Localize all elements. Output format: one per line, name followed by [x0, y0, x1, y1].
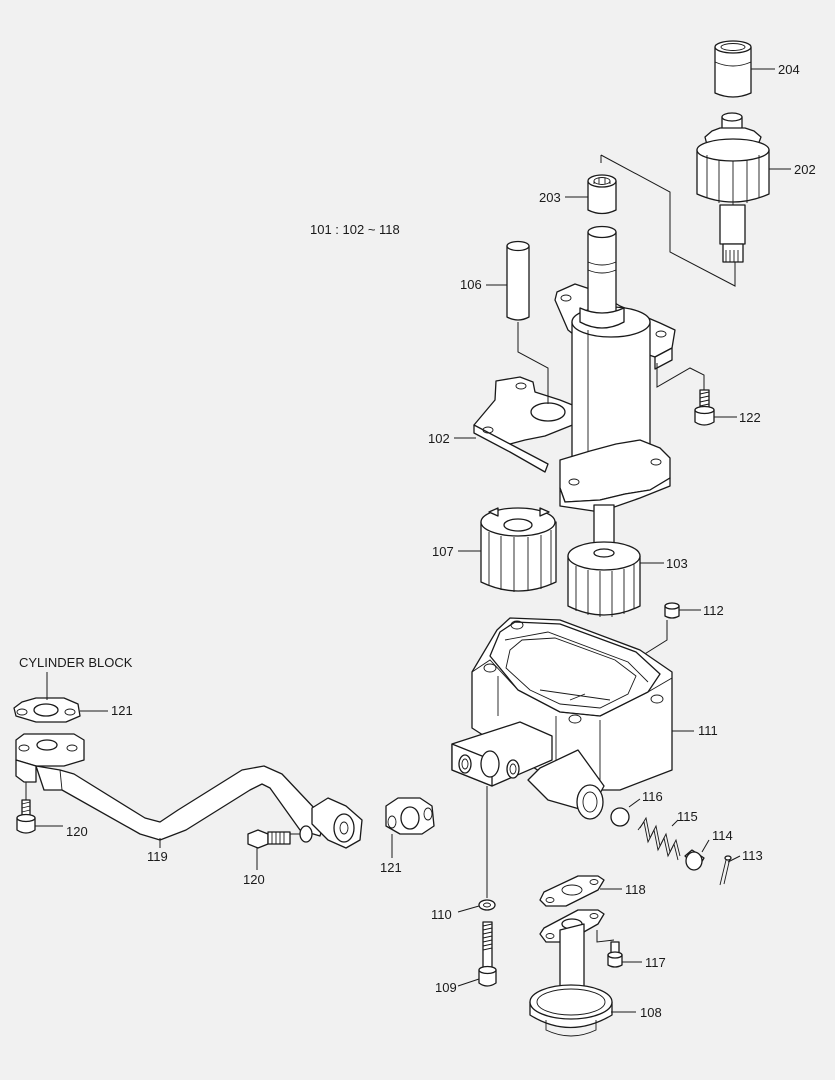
part-102-pump-cover [473, 225, 676, 513]
part-122-bolt [694, 389, 715, 426]
part-107-idler-gear [480, 507, 557, 592]
part-202-drive-gear [696, 112, 770, 263]
label-118: 118 [625, 882, 646, 897]
label-121-upper: 121 [111, 703, 133, 718]
part-109-bolt [478, 921, 497, 987]
leader-lines [35, 68, 791, 1013]
part-115-spring [637, 816, 681, 861]
part-117-bolt [607, 941, 623, 968]
label-112: 112 [703, 603, 724, 618]
part-120-bolt-left [16, 799, 36, 834]
label-111: 111 [698, 723, 718, 738]
leader-203-202 [600, 154, 736, 287]
label-122: 122 [739, 410, 761, 425]
part-121-gasket-lower [385, 797, 435, 835]
part-120-bolt-right [247, 829, 291, 849]
label-109: 109 [435, 980, 457, 995]
label-202: 202 [794, 162, 816, 177]
label-106: 106 [460, 277, 482, 292]
part-103-drive-gear [567, 504, 641, 617]
part-119-oil-pipe [15, 733, 363, 849]
label-107: 107 [432, 544, 454, 559]
part-113-cotter-pin [719, 855, 732, 886]
label-113: 113 [742, 848, 763, 863]
leader-122-path [656, 363, 705, 390]
part-106-pin [506, 240, 530, 321]
label-116: 116 [642, 789, 663, 804]
label-108: 108 [640, 1005, 662, 1020]
cylinder-block-label: CYLINDER BLOCK [19, 655, 133, 670]
label-119: 119 [147, 849, 168, 864]
leader-117-path [596, 930, 615, 943]
part-111-pump-body [451, 617, 673, 820]
part-114-plug [684, 849, 705, 871]
label-117: 117 [645, 955, 666, 970]
part-110-washer [478, 899, 496, 911]
part-121-gasket-upper [13, 697, 81, 723]
title-ref: 101 : 102 ~ 118 [310, 222, 400, 237]
part-112-dowel [664, 602, 680, 619]
part-108-strainer [529, 909, 613, 1037]
label-121-lower: 121 [380, 860, 402, 875]
leader-106 [517, 322, 549, 404]
label-114: 114 [712, 828, 733, 843]
part-203-coupling [587, 174, 617, 215]
label-103: 103 [666, 556, 688, 571]
part-204-bushing [714, 40, 752, 98]
label-115: 115 [677, 809, 698, 824]
label-204: 204 [778, 62, 800, 77]
part-118-gasket [539, 875, 605, 907]
label-203: 203 [539, 190, 561, 205]
label-120-left: 120 [66, 824, 88, 839]
label-120-right: 120 [243, 872, 265, 887]
part-116-ball [610, 807, 630, 827]
label-102: 102 [428, 431, 450, 446]
label-110: 110 [431, 907, 452, 922]
